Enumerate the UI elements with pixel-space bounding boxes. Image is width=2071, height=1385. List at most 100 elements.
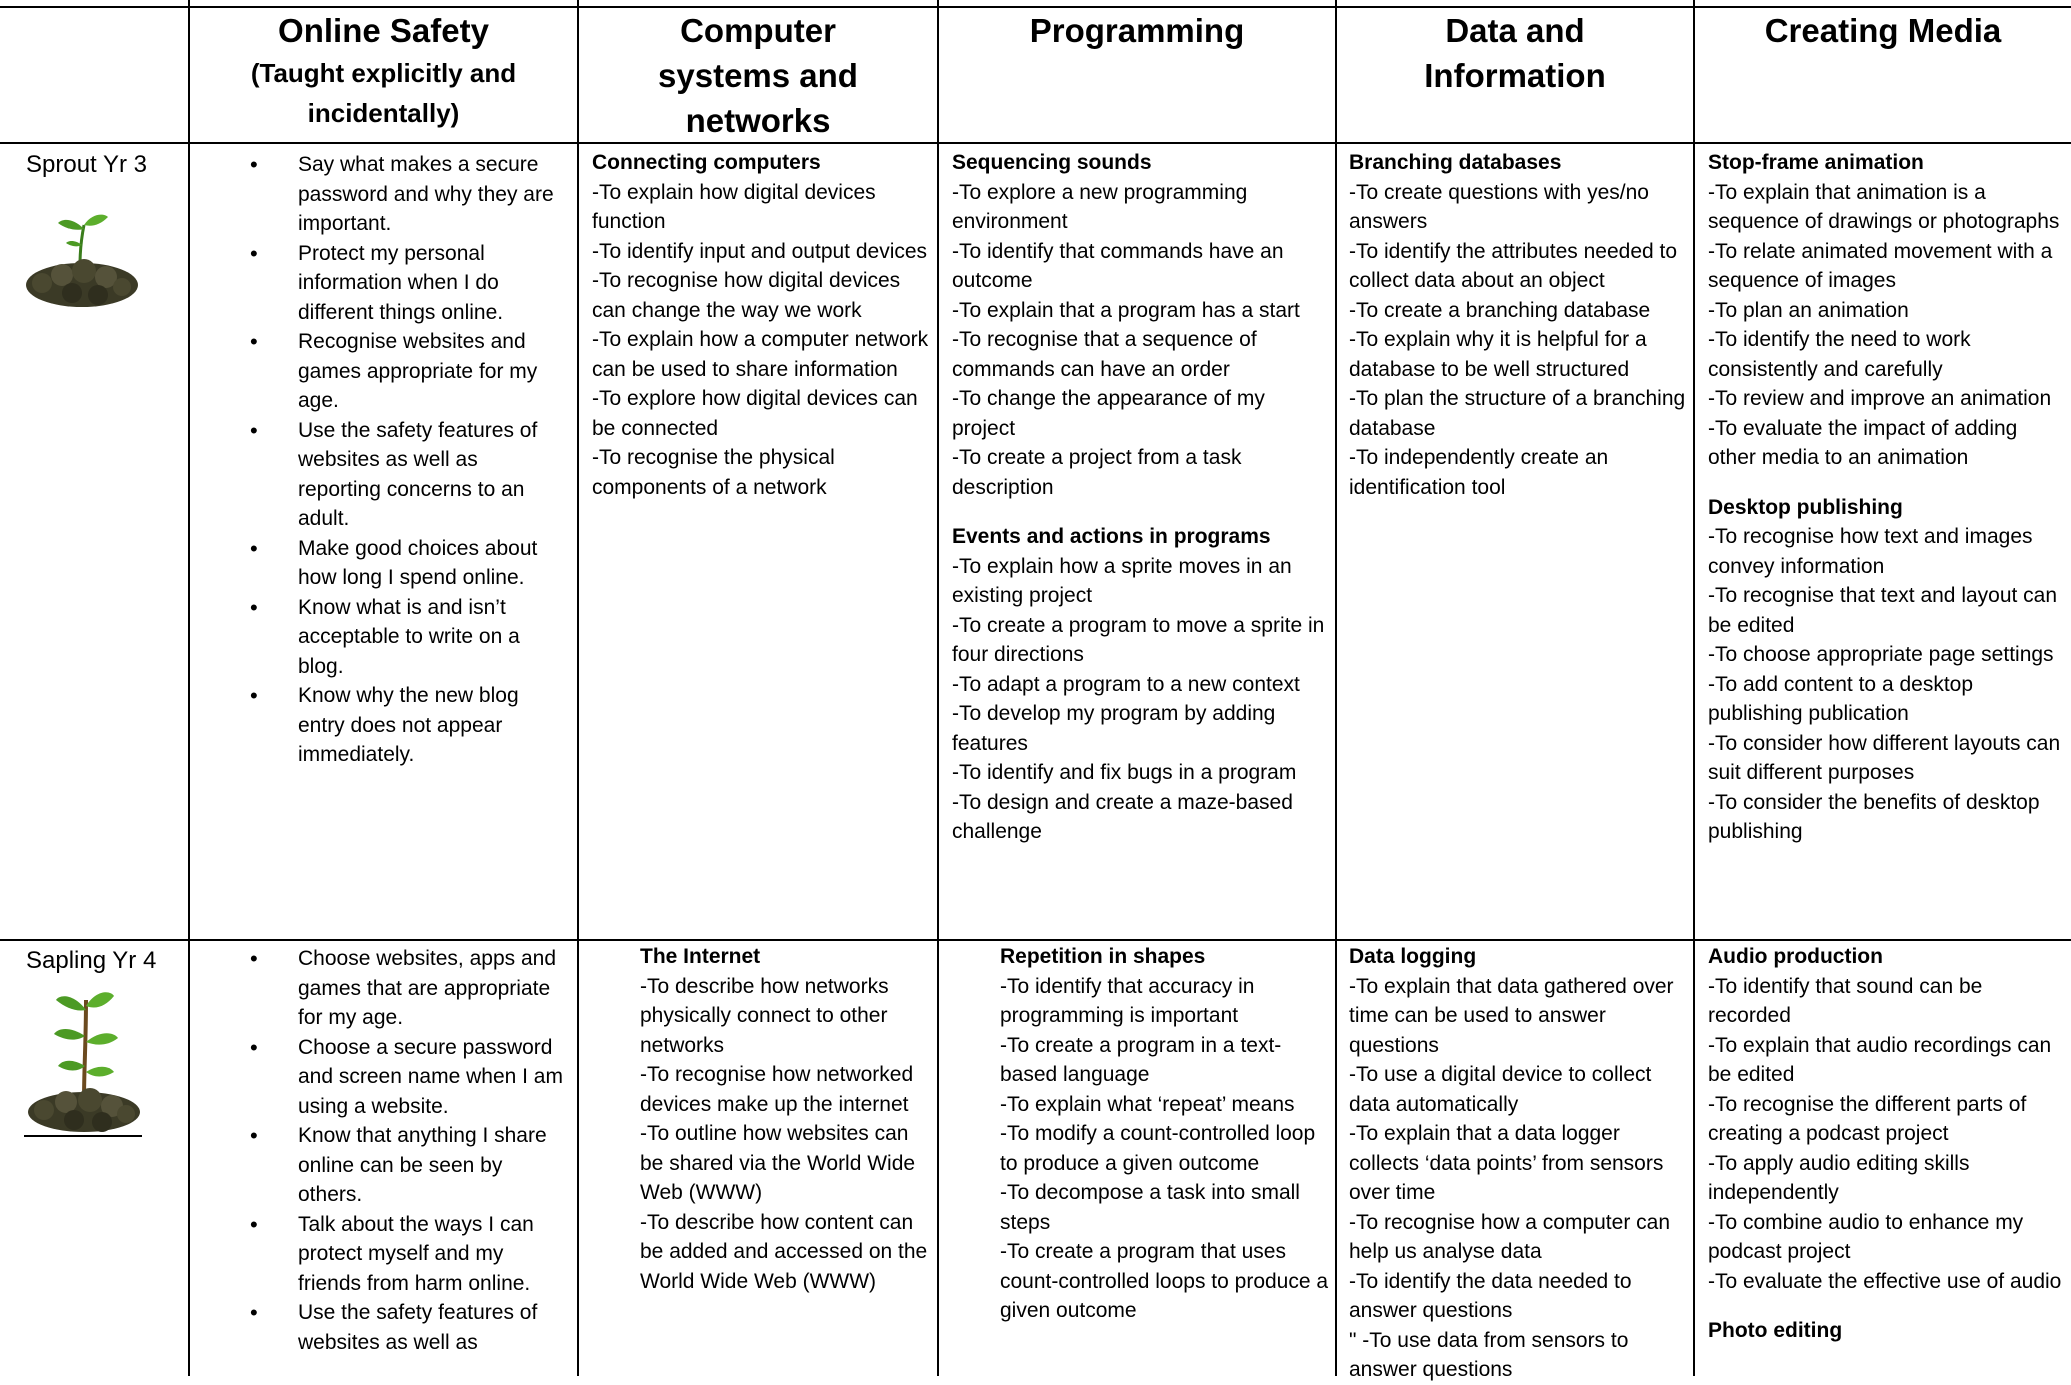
column-divider bbox=[1693, 0, 1695, 1376]
header-programming: Programming bbox=[939, 8, 1335, 53]
cell-sapling-online-safety: Choose websites, apps and games that are… bbox=[250, 944, 563, 1357]
safety-point: Choose websites, apps and games that are… bbox=[250, 944, 563, 1033]
section-gap bbox=[952, 502, 1332, 522]
learning-objective: -To plan the structure of a branching da… bbox=[1349, 387, 1686, 440]
safety-list: Choose websites, apps and games that are… bbox=[250, 944, 563, 1357]
learning-objective: -To recognise how a computer can help us… bbox=[1349, 1210, 1670, 1264]
learning-objective: -To decompose a task into small steps bbox=[1000, 1181, 1300, 1234]
safety-list: Say what makes a secure password and why… bbox=[250, 150, 563, 770]
header-online-safety: Online Safety (Taught explicitly and inc… bbox=[190, 8, 577, 133]
cell-sapling-media: Audio production -To identify that sound … bbox=[1708, 942, 2068, 1346]
learning-objective: -To create a project from a task descrip… bbox=[952, 446, 1242, 499]
learning-objective: -To explain that audio recordings can be… bbox=[1708, 1033, 2052, 1087]
cell-sprout-systems: Connecting computers-To explain how digi… bbox=[592, 148, 930, 502]
learning-objective: -To relate animated movement with a sequ… bbox=[1708, 239, 2053, 293]
header-title: Programming bbox=[1029, 12, 1245, 49]
header-computer-systems: Computer systems and networks bbox=[579, 8, 937, 143]
learning-objective: -To explore a new programming environmen… bbox=[952, 180, 1248, 234]
safety-point: Know what is and isn’t acceptable to wri… bbox=[250, 593, 563, 682]
learning-objective: -To explain that animation is a sequence… bbox=[1708, 180, 2060, 234]
learning-objective: -To identify input and output devices bbox=[592, 239, 928, 263]
row-divider bbox=[0, 142, 2071, 144]
unit-title: Repetition in shapes bbox=[1000, 945, 1206, 968]
learning-objective: -To choose appropriate page settings bbox=[1708, 643, 2054, 666]
cell-sprout-programming: Sequencing sounds -To explore a new progr… bbox=[952, 148, 1332, 847]
unit-title: Events and actions in programs bbox=[952, 525, 1271, 548]
cell-sapling-programming: Repetition in shapes -To identify that ac… bbox=[1000, 942, 1330, 1326]
learning-objective: -To adapt a program to a new context bbox=[952, 672, 1300, 696]
learning-objective: -To modify a count-controlled loop to pr… bbox=[1000, 1122, 1316, 1175]
unit-title: Connecting computers bbox=[592, 151, 821, 174]
row-divider bbox=[0, 939, 2071, 941]
learning-objective: -To create a program that uses count-con… bbox=[1000, 1240, 1329, 1322]
learning-objective: -To identify that accuracy in programmin… bbox=[1000, 974, 1255, 1028]
learning-objective: -To explain why it is helpful for a data… bbox=[1349, 328, 1647, 381]
header-title: Creating Media bbox=[1764, 12, 2002, 49]
unit-title: Sequencing sounds bbox=[952, 151, 1152, 174]
learning-objective: -To explain that a program has a start bbox=[952, 298, 1300, 322]
unit-title: Branching databases bbox=[1349, 151, 1562, 174]
learning-objective: -To recognise the different parts of cre… bbox=[1708, 1092, 2027, 1146]
column-divider bbox=[577, 0, 579, 1376]
cell-sprout-data: Branching databases -To create questions … bbox=[1349, 148, 1689, 502]
unit-title: Audio production bbox=[1708, 945, 1883, 968]
learning-objective: -To explain that a data logger collects … bbox=[1349, 1122, 1664, 1204]
column-divider bbox=[1335, 0, 1337, 1376]
learning-objective: -To explain how a computer network can b… bbox=[592, 328, 929, 381]
learning-objective: -To evaluate the effective use of audio bbox=[1708, 1269, 2062, 1293]
learning-objective: -To explore how digital devices can be c… bbox=[592, 387, 918, 440]
header-data-information: Data and Information bbox=[1337, 8, 1693, 98]
learning-objective: -To design and create a maze-based chall… bbox=[952, 790, 1293, 844]
unit-title: Desktop publishing bbox=[1708, 495, 1903, 519]
learning-objective: -To evaluate the impact of adding other … bbox=[1708, 416, 2018, 470]
safety-point: Protect my personal information when I d… bbox=[250, 239, 563, 328]
learning-objective: -To recognise how digital devices can ch… bbox=[592, 269, 901, 322]
learning-objective: -To independently create an identificati… bbox=[1349, 446, 1609, 499]
learning-objective: -To describe how content can be added an… bbox=[640, 1210, 928, 1293]
cell-sapling-systems: The Internet -To describe how networks ph… bbox=[640, 942, 930, 1296]
column-divider bbox=[188, 0, 190, 1376]
learning-objective: -To recognise the physical components of… bbox=[592, 446, 835, 499]
safety-point: Know why the new blog entry does not app… bbox=[250, 681, 563, 770]
learning-objective: -To create questions with yes/no answers bbox=[1349, 180, 1649, 234]
header-title: Computer systems and networks bbox=[658, 12, 858, 139]
safety-point: Use the safety features of websites as w… bbox=[250, 1298, 563, 1357]
learning-objective: -To recognise how text and images convey… bbox=[1708, 525, 2033, 578]
safety-point: Recognise websites and games appropriate… bbox=[250, 327, 563, 416]
table-top-border bbox=[0, 6, 2071, 8]
learning-objective: -To add content to a desktop publishing … bbox=[1708, 672, 1974, 726]
learning-objective: -To describe how networks physically con… bbox=[640, 974, 889, 1057]
header-subtitle: (Taught explicitly and incidentally) bbox=[250, 58, 517, 128]
sprout-plant-icon bbox=[26, 214, 138, 307]
learning-objective: -To develop my program by adding feature… bbox=[952, 702, 1276, 755]
cell-sprout-media: Stop-frame animation-To explain that ani… bbox=[1708, 148, 2068, 847]
unit-title: Data logging bbox=[1349, 945, 1477, 968]
row-label-sprout: Sprout Yr 3 bbox=[26, 151, 147, 178]
learning-objective: -To recognise how networked devices make… bbox=[640, 1063, 914, 1116]
section-gap bbox=[1708, 1296, 2068, 1316]
learning-objective: -To identify that sound can be recorded bbox=[1708, 974, 1983, 1028]
learning-objective: -To create a program to move a sprite in… bbox=[952, 613, 1325, 667]
column-divider bbox=[937, 0, 939, 1376]
unit-title: The Internet bbox=[640, 945, 761, 968]
header-title: Online Safety bbox=[278, 12, 489, 49]
learning-objective: -To apply audio editing skills independe… bbox=[1708, 1151, 1970, 1205]
learning-objective: -To explain that data gathered over time… bbox=[1349, 974, 1674, 1057]
learning-objective: -To identify the attributes needed to co… bbox=[1349, 239, 1678, 293]
learning-objective: -To explain how a sprite moves in an exi… bbox=[952, 554, 1292, 608]
learning-objective: -To outline how websites can be shared v… bbox=[640, 1122, 916, 1204]
learning-objective: -To consider the benefits of desktop pub… bbox=[1708, 790, 2040, 844]
learning-objective: -To identify the data needed to answer q… bbox=[1349, 1269, 1632, 1323]
learning-objective: -To identify that commands have an outco… bbox=[952, 239, 1284, 293]
learning-objective: -To create a program in a text-based lan… bbox=[1000, 1033, 1282, 1087]
learning-objective: -To recognise that text and layout can b… bbox=[1708, 584, 2058, 637]
cell-sprout-online-safety: Say what makes a secure password and why… bbox=[250, 150, 563, 770]
learning-objective: -To consider how different layouts can s… bbox=[1708, 731, 2061, 785]
learning-objective: -To explain what ‘repeat’ means bbox=[1000, 1092, 1295, 1116]
unit-title: Photo editing bbox=[1708, 1319, 1843, 1342]
safety-point: Know that anything I share online can be… bbox=[250, 1121, 563, 1210]
section-gap bbox=[1708, 473, 2068, 493]
safety-point: Talk about the ways I can protect myself… bbox=[250, 1210, 563, 1299]
cell-sapling-data: Data logging -To explain that data gather… bbox=[1349, 942, 1689, 1385]
